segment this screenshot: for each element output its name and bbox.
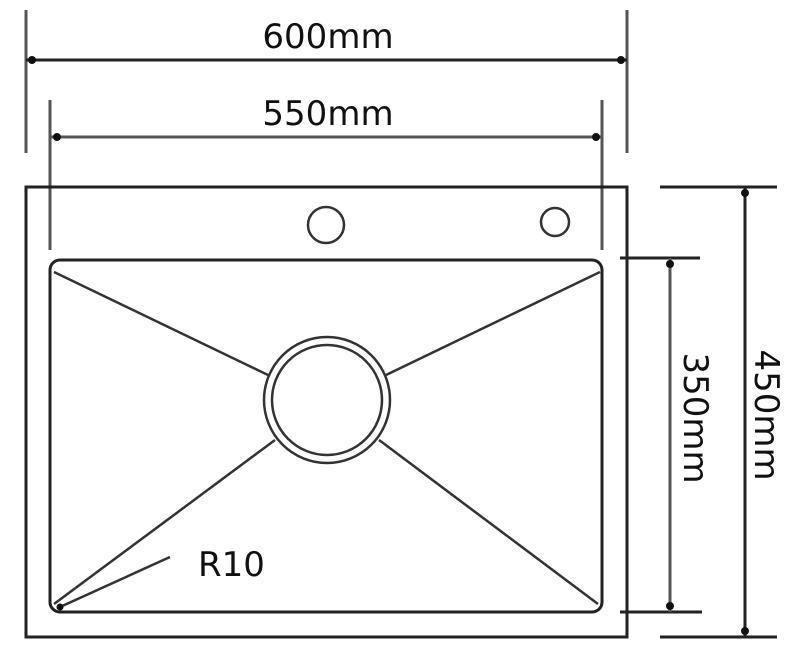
radius-leader-line [59,555,171,609]
dimension-350: 350mm [620,256,715,614]
arrow-top-icon [666,260,674,268]
radius-arrow-icon [56,603,64,611]
label-450: 450mm [746,349,786,480]
arrow-top-icon [741,189,749,197]
slope-line-bottom-right [378,438,599,606]
arrow-right-icon [592,133,600,141]
faucet-hole-icon [306,205,346,245]
sink-outer-outline [24,185,629,639]
basin-outline [48,258,604,614]
accessory-hole-icon [539,206,571,238]
dimension-450: 450mm [660,185,786,639]
slope-line-bottom-left [53,438,276,606]
arrow-left-icon [28,56,36,64]
slope-lines [53,270,601,606]
label-350: 350mm [675,352,715,483]
dimension-550: 550mm [48,94,604,250]
arrow-left-icon [53,133,61,141]
drain-inner-ring-icon [270,343,384,457]
radius-callout: R10 [56,545,265,611]
arrow-bottom-icon [666,602,674,610]
slope-line-top-right [385,270,601,377]
drain-outer-ring-icon [262,335,392,465]
label-600: 600mm [262,17,393,57]
label-550: 550mm [262,94,393,134]
drain [262,335,392,465]
dimension-600: 600mm [24,10,629,153]
label-r10: R10 [198,545,265,585]
slope-line-top-left [53,270,269,377]
arrow-right-icon [617,56,625,64]
arrow-bottom-icon [741,627,749,635]
